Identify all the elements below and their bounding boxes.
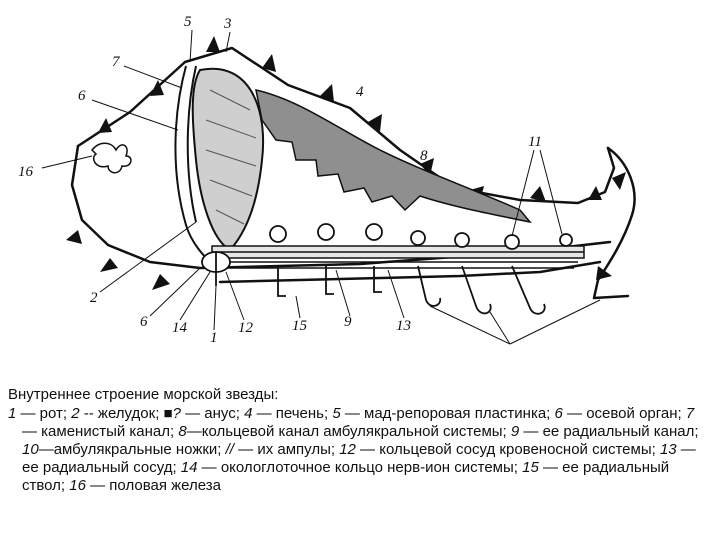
legend-number: // [225,441,234,458]
legend-number: 15 [522,459,539,476]
legend-text: — половая железа [85,477,221,494]
legend-text: —кольцевой канал амбулякральной системы; [186,423,511,440]
label-9: 9 [344,314,352,330]
caption-title: Внутреннее строение морской звезды: [8,386,279,403]
legend-text: — осевой орган; [562,405,686,422]
legend-number: ■? [163,405,181,422]
legend-text: —амбулякральные ножки; [38,441,226,458]
label-2: 2 [90,290,98,306]
stomach [191,67,265,252]
mouth-ring [201,251,231,286]
legend-number: 10 [22,441,39,458]
label-3: 3 [223,16,232,32]
label-11: 11 [528,134,542,150]
legend-number: 13 [659,441,677,458]
label-14: 14 [172,320,188,336]
legend-text: — окологлоточное кольцо нерв-ион системы… [197,459,523,476]
legend-text: — кольцевой сосуд кровеносной системы; [355,441,660,458]
label-13: 13 [396,318,411,334]
legend-number: 8 [178,423,187,440]
legend-number: 2 [71,405,80,422]
gonad [90,142,132,174]
stomach-shading [205,89,257,225]
legend-text: — ее радиальный ствол; [22,459,670,494]
legend-text: — каменистый канал; [22,423,179,440]
legend-text: — ее радиальный сосуд; [22,441,696,476]
label-6: 6 [78,88,86,104]
legend-number: 7 [685,405,695,422]
digestive-gland [255,89,532,224]
legend-number: 1 [8,405,17,422]
label-8: 8 [420,148,428,164]
caption-legend: 1 — рот; 2 -- желудок; ■? — анус; 4 — пе… [8,405,708,495]
label-5: 5 [184,14,192,30]
legend-text: — ее радиальный канал; [519,423,699,440]
figure-caption: Внутреннее строение морской звезды: 1 — … [8,386,708,495]
starfish-anatomy-diagram: 5 3 7 6 4 16 11 8 2 6 14 1 12 15 9 13 [18,14,636,346]
legend-number: 6 [554,405,563,422]
legend-number: 12 [339,441,356,458]
legend-text: — рот; [16,405,72,422]
ampullae [269,223,573,250]
tube-feet [277,265,546,315]
label-7: 7 [112,54,121,70]
legend-number: 5 [332,405,341,422]
axial-organ [174,65,215,267]
label-12: 12 [238,320,254,336]
legend-number: 14 [180,459,198,476]
legend-text: — мад-репоровая пластинка; [340,405,555,422]
legend-text: — печень; [252,405,333,422]
legend-text: -- желудок; [79,405,164,422]
legend-number: 4 [244,405,253,422]
label-6-lower: 6 [140,314,148,330]
label-1: 1 [210,330,218,346]
label-16: 16 [18,164,34,180]
legend-number: 16 [69,477,86,494]
leader-lines [41,29,601,345]
diagram-drawing: 5 3 7 6 4 16 11 8 2 6 14 1 12 15 9 13 [18,14,636,346]
body-wall-upper [76,46,616,205]
legend-text: — анус; [180,405,245,422]
label-4: 4 [356,84,364,100]
label-15: 15 [292,318,308,334]
legend-number: 9 [510,423,520,440]
radial-canals [211,245,585,269]
legend-text: — их ампулы; [233,441,340,458]
